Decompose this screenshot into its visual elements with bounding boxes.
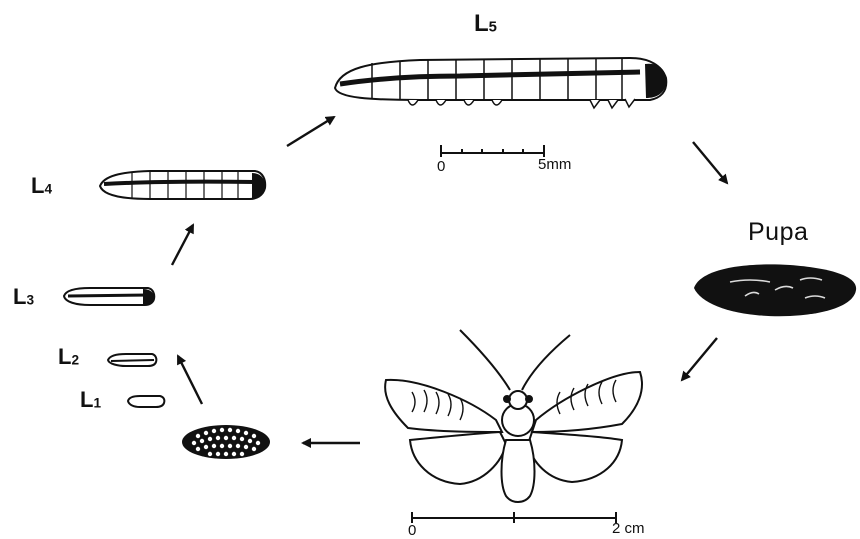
larva-scale-bar (441, 145, 544, 157)
label-l5: L5 (474, 12, 497, 36)
label-l2-sub: 2 (71, 353, 79, 368)
label-l5-sub: 5 (489, 20, 497, 36)
larva-l2-illustration (108, 354, 156, 366)
larva-l1-illustration (128, 396, 164, 407)
label-l4-sub: 4 (44, 182, 52, 197)
label-l4-letter: L (31, 173, 44, 198)
larva-l3-illustration (64, 288, 154, 305)
larva-scale-start: 0 (437, 159, 445, 174)
pupa-illustration (694, 264, 856, 316)
arrow-pupa-to-moth (682, 338, 717, 380)
label-l2: L2 (58, 346, 79, 368)
label-l1: L1 (80, 389, 101, 411)
egg-mass-illustration (182, 425, 270, 459)
label-l5-letter: L (474, 10, 489, 37)
label-l3: L3 (13, 286, 34, 308)
moth-scale-start: 0 (408, 523, 416, 538)
arrow-l5-to-pupa (693, 142, 727, 183)
larva-scale-end: 5mm (538, 157, 571, 172)
moth-illustration (385, 330, 642, 502)
label-l2-letter: L (58, 344, 71, 369)
label-l1-sub: 1 (93, 396, 101, 411)
arrow-l4-to-l5 (287, 117, 334, 146)
label-l4: L4 (31, 175, 52, 197)
arrow-eggs-to-l2 (178, 356, 202, 404)
larva-l5-illustration (335, 58, 666, 108)
label-l3-sub: 3 (26, 293, 34, 308)
arrow-l3-to-l4 (172, 225, 193, 265)
larva-l4-illustration (100, 171, 265, 199)
label-pupa: Pupa (748, 220, 808, 245)
moth-scale-bar (412, 512, 616, 523)
label-l3-letter: L (13, 284, 26, 309)
label-l1-letter: L (80, 387, 93, 412)
moth-scale-end: 2 cm (612, 521, 645, 536)
